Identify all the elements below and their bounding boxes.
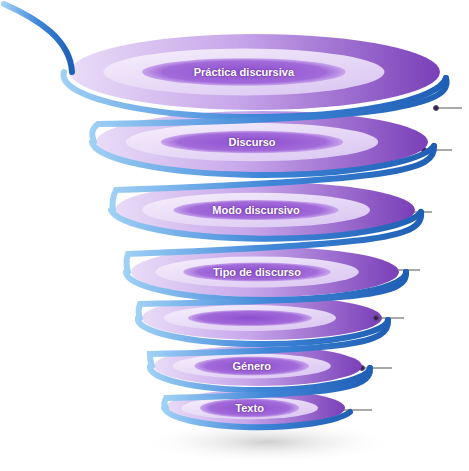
funnel-disc: Tipo de discurso — [131, 247, 399, 297]
disc-label: Práctica discursiva — [59, 66, 429, 79]
disc-label: Texto — [160, 402, 340, 415]
blank-disc — [142, 296, 382, 340]
funnel-disc: Texto — [165, 390, 345, 426]
disc-label: Discurso — [86, 136, 418, 149]
disc-label: Tipo de discurso — [123, 266, 391, 279]
funnel-disc: Práctica discursiva — [70, 34, 440, 110]
disc-label: Modo discursivo — [106, 204, 406, 217]
disc-label: Género — [148, 360, 356, 373]
funnel-disc: Discurso — [96, 111, 428, 173]
funnel-disc: Modo discursivo — [115, 182, 415, 238]
floor-shadow — [138, 420, 398, 464]
funnel-disc: Género — [154, 346, 362, 386]
